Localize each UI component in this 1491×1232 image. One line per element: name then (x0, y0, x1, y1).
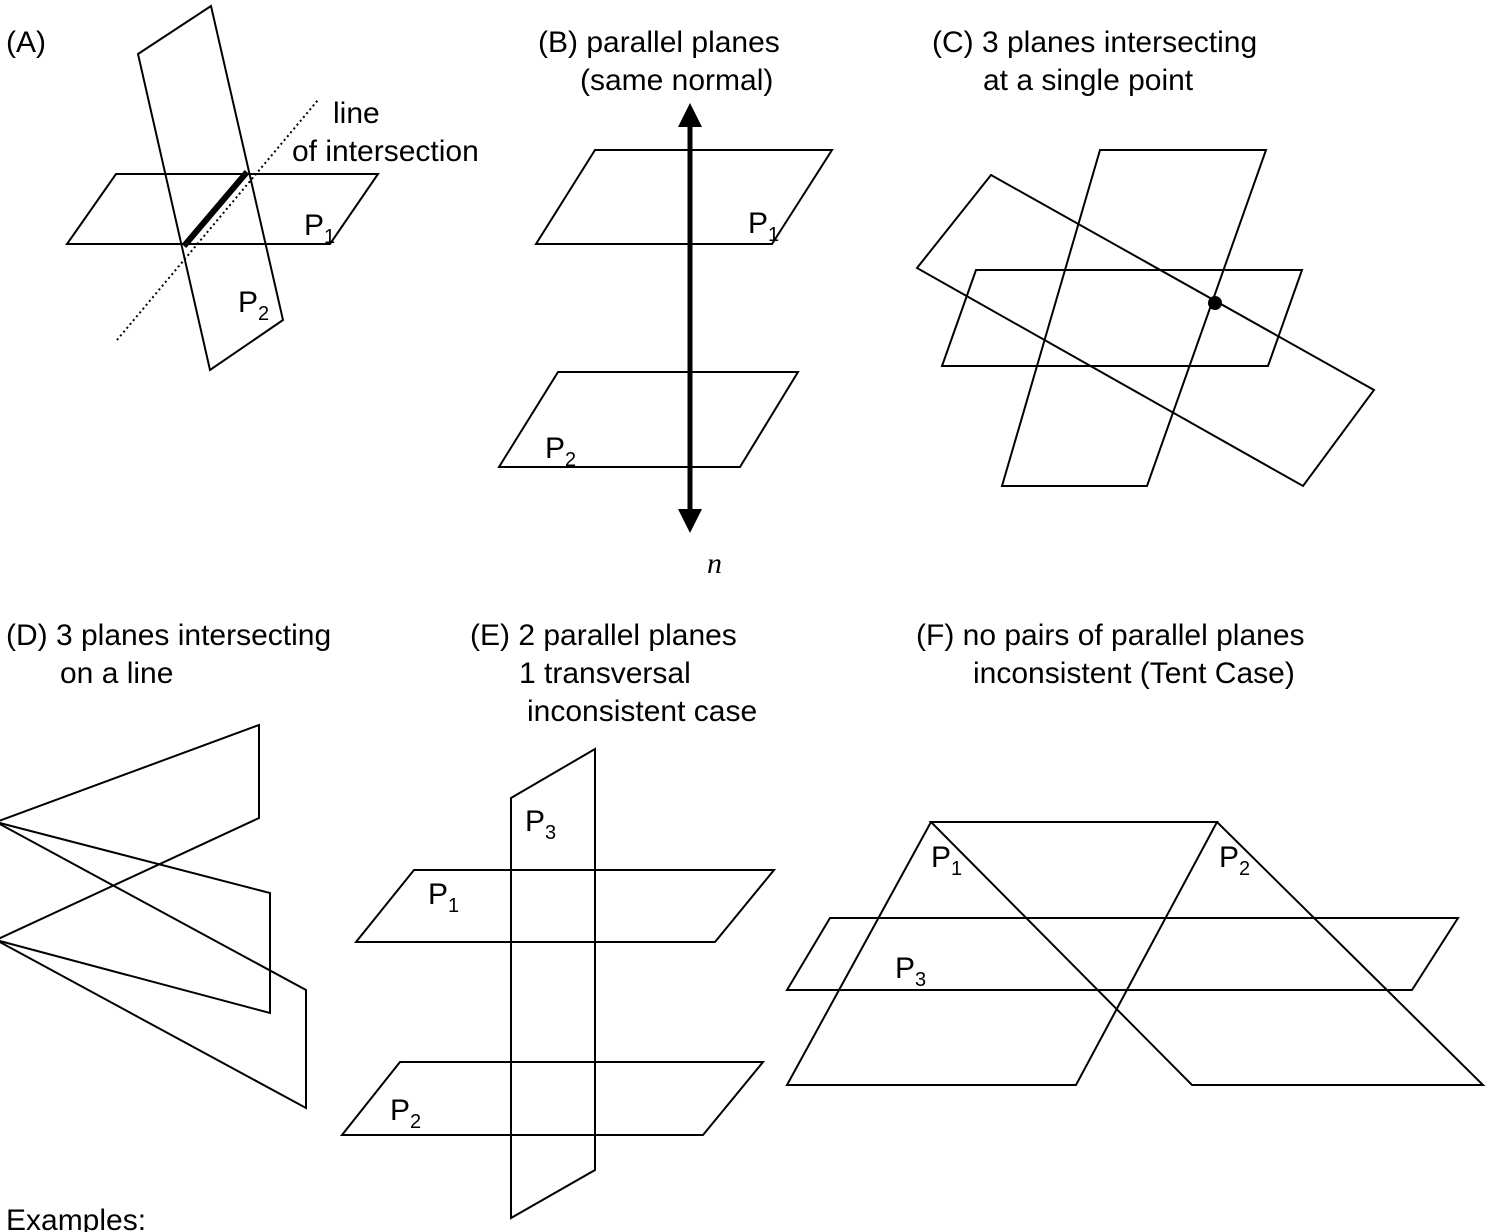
intersection-point (1208, 296, 1222, 310)
plane-d-2 (0, 822, 271, 1015)
plane-f-p2 (928, 821, 1486, 1086)
panel-c-title-line2: at a single point (983, 64, 1194, 97)
panel-d: (D) 3 planes intersecting on a line (0, 619, 331, 1110)
panel-e-title-line3: inconsistent case (527, 695, 757, 728)
label-f-p1: P1 (931, 841, 962, 880)
panel-d-title-line1: (D) 3 planes intersecting (6, 619, 331, 652)
label-e-p1: P1 (428, 878, 459, 917)
label-f-p3: P3 (895, 952, 926, 991)
plane-e-p2 (339, 1061, 766, 1136)
plane-b-p1 (534, 149, 834, 245)
panel-b: (B) parallel planes (same normal) P1 P2 … (497, 26, 834, 580)
panel-a: (A) line of intersection P1 P2 (6, 4, 479, 372)
examples-label: Examples: (6, 1204, 146, 1232)
intersection-line (181, 170, 250, 248)
plane-d-3 (0, 823, 307, 1110)
intersection-line-extension (116, 99, 319, 341)
label-e-p2: P2 (390, 1094, 421, 1133)
panel-f: (F) no pairs of parallel planes inconsis… (785, 619, 1486, 1086)
plane-f-p3 (785, 917, 1460, 991)
panel-e: (E) 2 parallel planes 1 transversal inco… (339, 619, 777, 1220)
panel-a-annotation-line2: of intersection (292, 135, 479, 168)
panel-e-title-line1: (E) 2 parallel planes (470, 619, 737, 652)
panel-a-annotation-line1: line (333, 97, 380, 130)
plane-e-p3 (510, 747, 596, 1220)
plane-d-1 (0, 723, 260, 940)
panel-b-title-line2: (same normal) (580, 64, 773, 97)
plane-c-horizontal (940, 269, 1304, 367)
plane-a-p2 (136, 4, 285, 372)
panel-c: (C) 3 planes intersecting at a single po… (915, 26, 1376, 488)
label-f-p2: P2 (1219, 841, 1250, 880)
panel-e-title-line2: 1 transversal (519, 657, 691, 690)
panel-f-title-line2: inconsistent (Tent Case) (973, 657, 1295, 690)
label-e-p3: P3 (525, 805, 556, 844)
plane-c-vertical (1000, 149, 1268, 487)
panel-d-title-line2: on a line (60, 657, 173, 690)
plane-c-diagonal (915, 173, 1376, 488)
plane-b-p2 (497, 371, 800, 468)
plane-e-p1 (353, 869, 777, 943)
panel-b-title-line1: (B) parallel planes (538, 26, 780, 59)
label-a-p2: P2 (238, 286, 269, 325)
label-a-p1: P1 (304, 209, 335, 248)
panel-f-title-line1: (F) no pairs of parallel planes (916, 619, 1305, 652)
plane-a-p1 (65, 173, 380, 245)
arrow-up-icon (678, 103, 702, 127)
normal-vector-label: n⃗ (707, 547, 745, 580)
arrow-down-icon (678, 509, 702, 533)
panel-a-title: (A) (6, 26, 46, 59)
panel-c-title-line1: (C) 3 planes intersecting (932, 26, 1257, 59)
label-b-p2: P2 (545, 432, 576, 471)
label-b-p1: P1 (748, 207, 779, 246)
